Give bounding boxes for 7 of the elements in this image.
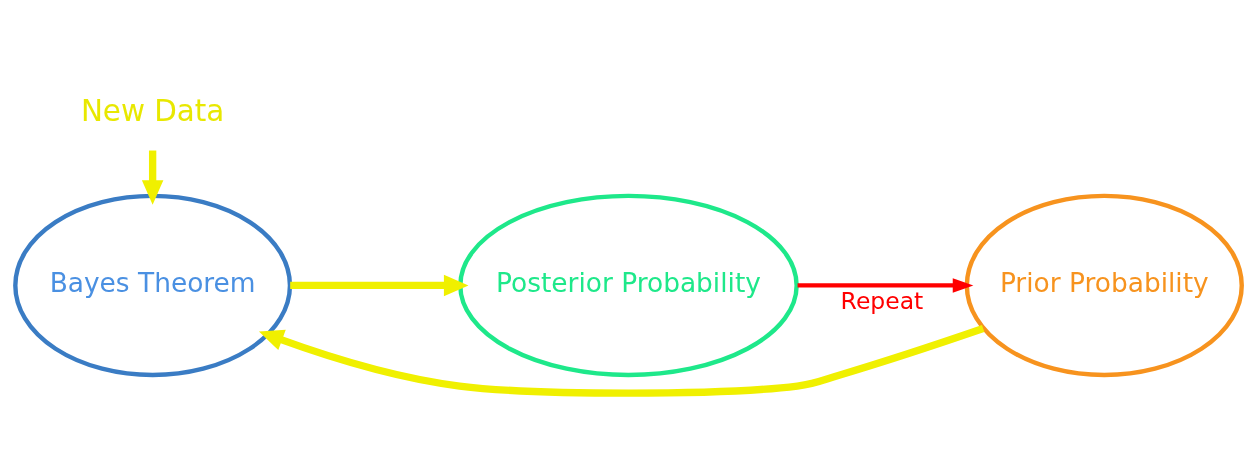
node-ellipse: Bayes Theorem [13,193,293,377]
edge-label: Repeat [840,286,924,315]
node-ellipse: Posterior Probability [458,193,799,377]
arrow [258,324,985,397]
node-text: New Data [80,93,225,128]
arrow [797,277,974,293]
node-ellipse: Prior Probability [964,193,1244,377]
